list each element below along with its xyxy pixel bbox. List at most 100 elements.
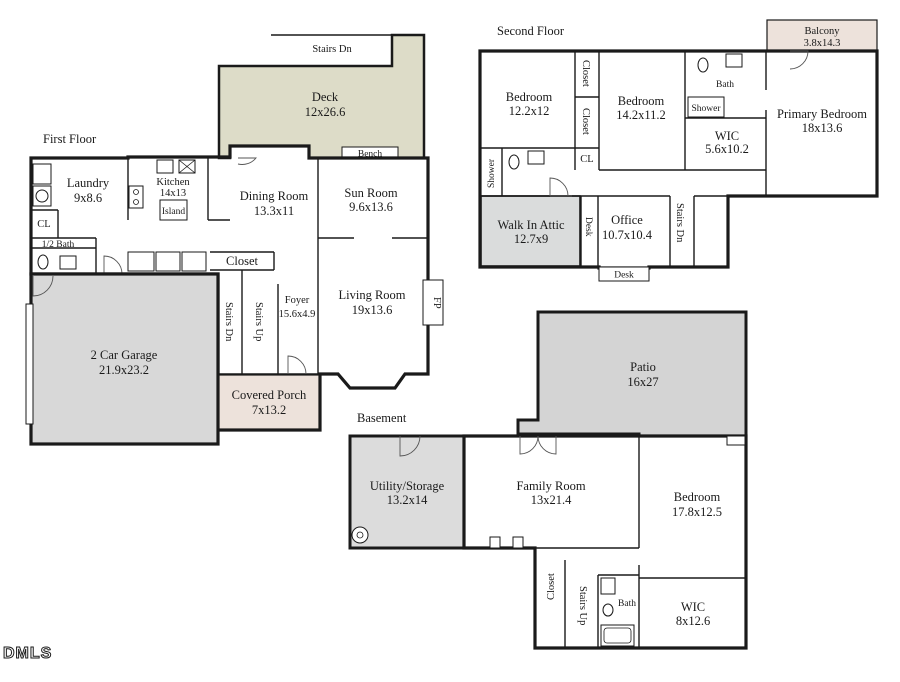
living-room-dims: 19x13.6 [352,303,393,317]
kitchen-dims: 14x13 [160,188,186,199]
walk-in-attic-dims: 12.7x9 [514,232,548,246]
burner-2 [133,199,139,205]
primary-bedroom-dims: 18x13.6 [802,121,843,135]
post [489,536,501,549]
dining-room-name: Dining Room [240,189,309,203]
foyer-name: Foyer [285,295,310,306]
second-floor-title: Second Floor [497,24,565,38]
toilet [508,154,520,170]
first-floor: First Floor Stairs Dn Deck 12x26.6 Bench [25,33,444,446]
toilet-2 [697,57,709,73]
utility-door [399,435,421,457]
counter-2 [181,251,207,272]
balcony-name: Balcony [805,26,841,37]
foyer-dims: 15.6x4.9 [279,309,316,320]
basement-interior-walls [535,436,746,648]
basement-bath-label: Bath [618,599,636,609]
walk-in-attic-area [480,195,581,267]
second-bath-label: Bath [716,80,734,90]
wic-dims: 5.6x10.2 [705,142,749,156]
dryer-drum [35,189,49,203]
living-room-name: Living Room [338,288,405,302]
basement-stairs-up: Stairs Up [577,586,588,625]
patio-name: Patio [630,360,656,374]
kitchen-name: Kitchen [156,177,190,188]
utility-storage-name: Utility/Storage [370,479,445,493]
second-stairs-dn: Stairs Dn [674,203,685,243]
basement: Basement Patio 16x27 Utility/Storage 13.… [348,310,748,650]
first-floor-interior-walls [31,158,428,375]
second-cl-label: CL [580,154,593,165]
toilet [602,603,614,617]
dishwasher-mark-2 [178,159,196,174]
basement-bedroom-dims: 17.8x12.5 [672,505,722,519]
basement-closet-label: Closet [546,573,557,600]
burner [133,189,139,195]
office-dims: 10.7x10.4 [602,228,653,242]
post-2 [512,536,524,549]
french-door-right [537,435,557,455]
shower-b-label: Shower [487,158,497,188]
basement-bedroom-name: Bedroom [674,490,721,504]
deck-dims: 12x26.6 [305,105,346,119]
wic-name: WIC [715,129,739,143]
counter [155,251,181,272]
dmls-watermark: DMLS [3,645,52,662]
first-stairs-up: Stairs Up [253,302,264,341]
covered-porch-name: Covered Porch [232,388,307,402]
balcony-door [789,50,809,70]
garage-door [25,303,34,425]
dining-door [237,157,257,165]
sun-room-name: Sun Room [344,186,397,200]
patio-area [516,310,748,438]
water-heater [351,526,369,544]
basement-wic-dims: 8x12.6 [676,614,710,628]
balcony-dims: 3.8x14.3 [804,38,841,49]
primary-bedroom-name: Primary Bedroom [777,107,867,121]
water-heater-inner [356,531,364,539]
basement-outline [462,434,748,650]
closet-b-label: Closet [580,108,591,135]
dining-room-dims: 13.3x11 [254,204,294,218]
shower-stall [687,96,725,118]
island-label: Island [162,207,185,217]
family-room-name: Family Room [516,479,585,493]
laundry-dims: 9x8.6 [74,191,102,205]
first-closet-label: Closet [226,254,258,268]
fp-label: FP [431,297,442,309]
stove [128,185,144,209]
bedroom-b-name: Bedroom [618,94,665,108]
sink [600,577,616,595]
bedroom-fixture [726,435,746,446]
french-door-left [519,435,539,455]
fireplace [422,279,444,326]
sink-2 [725,53,743,68]
first-stairs-dn-label: Stairs Dn [312,44,352,55]
first-floor-title: First Floor [43,132,97,146]
deck-name: Deck [312,90,339,104]
island [159,199,188,221]
bench-label: Bench [358,150,383,160]
balcony-area [766,19,878,52]
half-bath-door [103,255,123,275]
office-name: Office [611,213,643,227]
basement-wic-name: WIC [681,600,705,614]
half-bath-label: 1/2 Bath [42,240,75,250]
walk-in-attic-name: Walk In Attic [497,218,564,232]
desk-b-label: Desk [614,271,634,281]
front-door [287,355,307,375]
bedroom-a-name: Bedroom [506,90,553,104]
garage-dims: 21.9x23.2 [99,363,149,377]
utility-storage-dims: 13.2x14 [387,493,428,507]
tub [600,624,635,647]
desk-a-label: Desk [583,217,593,237]
desk [598,266,650,282]
closet-a-label: Closet [580,60,591,87]
fridge [127,251,155,272]
washer [32,163,52,185]
family-room-dims: 13x21.4 [531,493,572,507]
shower-a-label: Shower [691,104,721,114]
bath-door [549,177,569,197]
sun-room-dims: 9.6x13.6 [349,200,393,214]
tub-basin [603,627,632,644]
